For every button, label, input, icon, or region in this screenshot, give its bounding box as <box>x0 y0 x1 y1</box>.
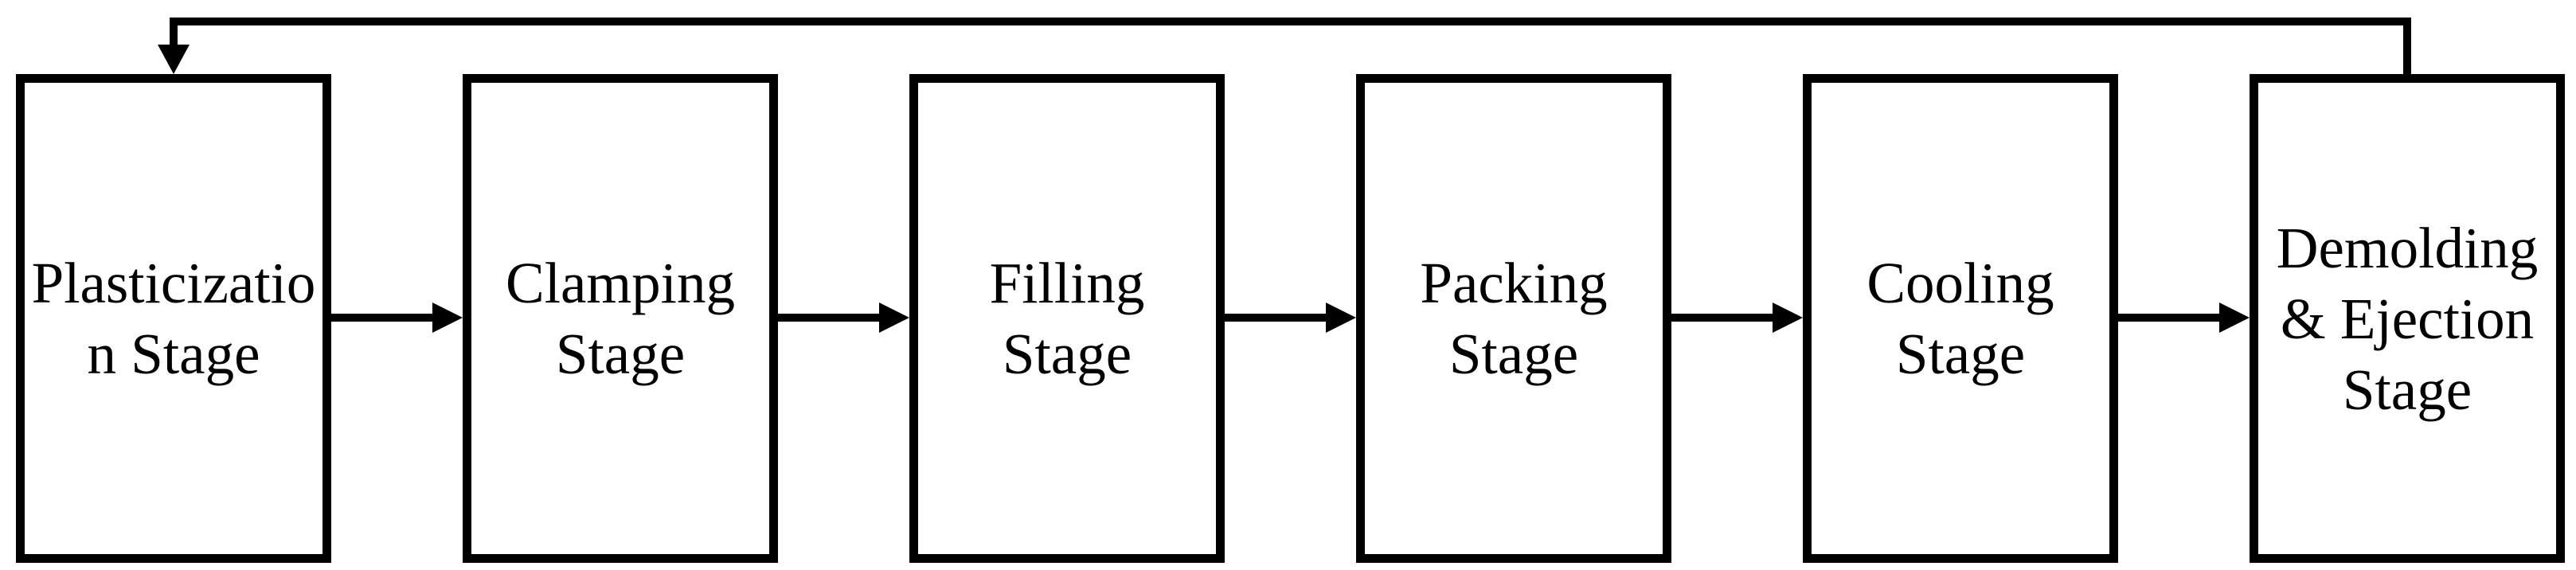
arrow-filling-to-packing <box>1225 303 1356 333</box>
arrowhead-icon <box>2219 303 2250 333</box>
stage-box-plasticization: Plasticizatio n Stage <box>16 74 331 563</box>
arrowhead-icon <box>432 303 463 333</box>
loop-back-arrow <box>158 18 2411 78</box>
stage-box-cooling: Cooling Stage <box>1803 74 2118 563</box>
stage-box-filling: Filling Stage <box>909 74 1225 563</box>
arrowhead-icon <box>1326 303 1356 333</box>
stage-label-cooling: Cooling Stage <box>1867 251 2054 386</box>
loop-back-line <box>170 18 2411 78</box>
stage-label-demolding-ejection: Demolding & Ejection Stage <box>2276 215 2539 422</box>
arrow-cooling-to-demolding <box>2118 303 2250 333</box>
stage-label-filling: Filling Stage <box>989 251 1145 386</box>
arrowhead-icon <box>879 303 909 333</box>
loop-back-arrowhead-icon <box>158 45 190 74</box>
stage-box-packing: Packing Stage <box>1356 74 1671 563</box>
arrowhead-icon <box>1773 303 1803 333</box>
stage-box-demolding-ejection: Demolding & Ejection Stage <box>2250 74 2565 563</box>
stage-label-plasticization: Plasticizatio n Stage <box>31 251 316 386</box>
stage-label-packing: Packing Stage <box>1420 251 1608 386</box>
arrow-plasticization-to-clamping <box>331 303 463 333</box>
arrow-packing-to-cooling <box>1671 303 1803 333</box>
arrow-clamping-to-filling <box>778 303 909 333</box>
stage-label-clamping: Clamping Stage <box>506 251 735 386</box>
stage-box-clamping: Clamping Stage <box>463 74 778 563</box>
